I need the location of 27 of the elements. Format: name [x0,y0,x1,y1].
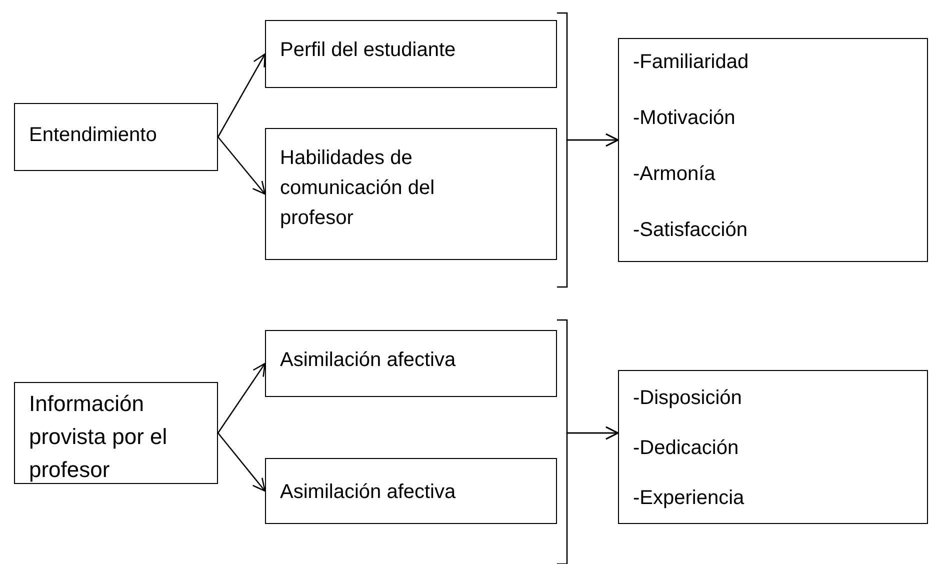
box-label: Asimilación afectiva [280,348,457,373]
bracket-arrow [557,133,619,288]
list-item: -Motivación [633,106,736,131]
box-label: Habilidades de comunicación del profesor [280,146,436,231]
list-item: -Disposición [633,386,743,411]
list-item: -Dedicación [633,436,740,461]
list-item: -Armonía [633,162,716,187]
arrow [217,362,266,434]
box-label: Perfil del estudiante [280,38,457,63]
process-box [265,20,557,88]
bracket-arrow [557,426,619,564]
box-label: Información provista por el profesor [29,390,168,484]
arrow [218,432,266,492]
list-item: -Satisfacción [633,218,748,243]
arrow [218,136,266,195]
box-label: Entendimiento [29,123,158,148]
process-box [265,458,557,524]
arrow [217,53,266,138]
process-box [265,128,557,260]
list-box [618,38,928,262]
list-item: -Experiencia [633,486,746,511]
process-box [14,103,218,171]
process-box [14,382,218,484]
box-label: Asimilación afectiva [280,480,457,505]
list-item: -Familiaridad [633,50,750,75]
process-box [265,330,557,397]
list-box [618,370,928,524]
